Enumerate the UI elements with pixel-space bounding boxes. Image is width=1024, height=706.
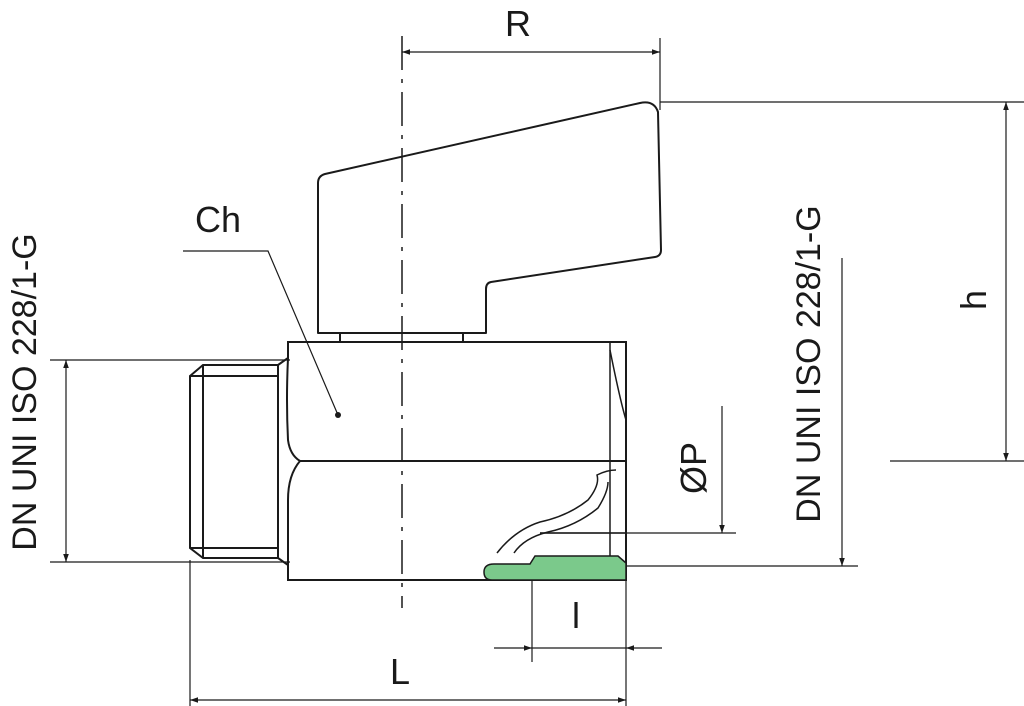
label-P: ØP	[673, 442, 714, 494]
label-thread-right: DN UNI ISO 228/1-G	[790, 205, 828, 522]
extension-lines	[50, 38, 1024, 706]
label-R: R	[505, 3, 531, 44]
dimension-lines	[63, 49, 1009, 703]
label-l: l	[572, 595, 580, 636]
label-L: L	[390, 651, 410, 692]
handle	[317, 101, 662, 343]
seal	[483, 555, 627, 581]
label-thread-left: DN UNI ISO 228/1-G	[6, 233, 44, 550]
valve-body	[189, 341, 627, 581]
label-h: h	[953, 290, 994, 310]
label-Ch: Ch	[195, 199, 241, 240]
